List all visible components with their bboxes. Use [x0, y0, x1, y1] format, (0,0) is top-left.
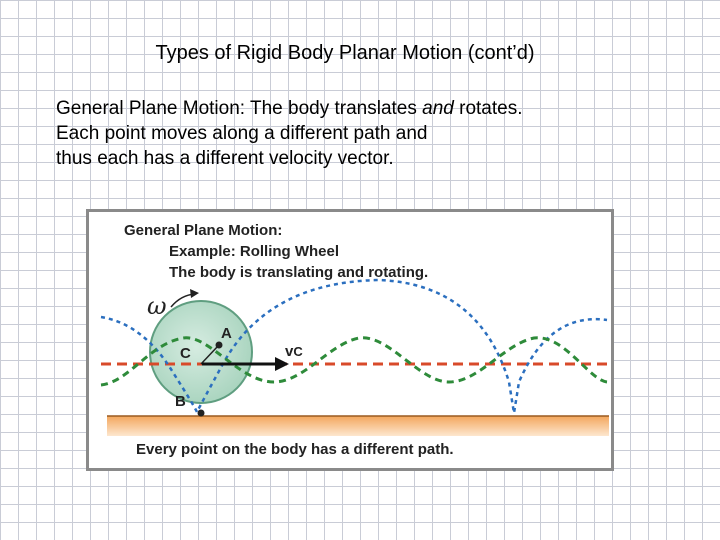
slide-title: Types of Rigid Body Planar Motion (cont’…	[155, 42, 535, 64]
body-suffix: rotates.	[453, 98, 523, 119]
rolling-wheel-figure: General Plane Motion: Example: Rolling W…	[86, 209, 614, 471]
figure-description: The body is translating and rotating.	[169, 264, 429, 281]
curtate-path-a	[100, 336, 608, 387]
point-c-label: C	[180, 345, 191, 362]
body-line-1: General Plane Motion: The body translate…	[56, 96, 696, 121]
point-b-label: B	[175, 393, 186, 410]
velocity-arrow-head	[275, 357, 289, 371]
ground	[107, 416, 609, 436]
velocity-label: vC	[285, 343, 303, 360]
omega-arrow-head	[190, 289, 199, 298]
cycloid-path-b	[100, 278, 608, 415]
body-line-3: thus each has a different velocity vecto…	[56, 148, 394, 169]
velocity-subscript: C	[293, 344, 303, 359]
body-line-2: Each point moves along a different path …	[56, 123, 428, 144]
figure-heading: General Plane Motion:	[124, 222, 283, 239]
figure-example: Example: Rolling Wheel	[169, 243, 340, 260]
point-b	[197, 409, 205, 417]
point-a	[215, 341, 223, 349]
body-emphasis: and	[422, 98, 454, 119]
slide-body: General Plane Motion: The body translate…	[56, 96, 696, 171]
omega-label: ω	[147, 292, 167, 320]
point-a-label: A	[221, 325, 232, 342]
figure-caption: Every point on the body has a different …	[136, 441, 454, 458]
velocity-v: v	[285, 343, 294, 360]
radius-line	[200, 345, 219, 365]
body-prefix: General Plane Motion: The body translate…	[56, 98, 423, 119]
rolling-wheel-diagram	[100, 278, 609, 436]
